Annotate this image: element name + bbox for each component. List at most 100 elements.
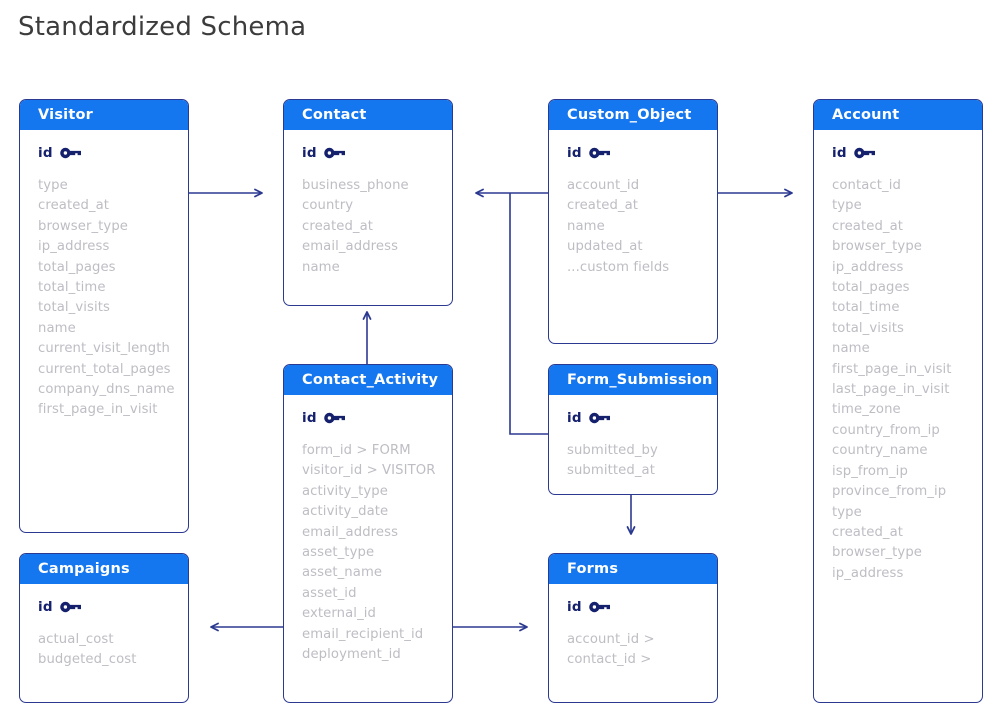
key-icon: [588, 412, 611, 424]
field-row: name: [832, 341, 870, 357]
field-row: email_address: [302, 524, 399, 540]
field-list: submitted_by submitted_at: [567, 441, 717, 482]
field-row: province_from_ip: [832, 484, 947, 500]
field-row: budgeted_cost: [38, 652, 137, 668]
field-row: external_id: [302, 606, 376, 622]
field-row: company_dns_name: [38, 382, 175, 398]
primary-key-row: id: [38, 584, 188, 626]
primary-key-row: id: [567, 584, 717, 626]
field-row: submitted_by: [567, 443, 658, 458]
entity-header-forms: Forms: [549, 554, 717, 584]
field-row: email_recipient_id: [302, 626, 424, 642]
key-icon: [588, 601, 611, 613]
field-row: account_id: [567, 178, 640, 193]
field-row: asset_id: [302, 585, 357, 601]
field-row: type: [832, 198, 862, 214]
field-row: country_from_ip: [832, 422, 940, 438]
field-row: contact_id: [832, 178, 901, 193]
field-row: current_visit_length: [38, 341, 170, 357]
entity-body-form_submission: id submitted_by submitted_at: [549, 395, 717, 482]
field-row: created_at: [832, 218, 904, 234]
field-row: browser_type: [832, 545, 923, 561]
field-row: asset_name: [302, 565, 383, 581]
field-row: email_address: [302, 239, 399, 255]
entity-header-form_submission: Form_Submission: [549, 365, 717, 395]
primary-key-row: id: [302, 130, 452, 172]
connector-custom-object-to-form-submission: [509, 193, 548, 435]
field-row: created_at: [832, 524, 904, 540]
primary-key-row: id: [38, 130, 188, 172]
entity-header-contact: Contact: [284, 100, 452, 130]
field-row: actual_cost: [38, 632, 114, 647]
field-row: isp_from_ip: [832, 463, 908, 479]
page-title: Standardized Schema: [18, 12, 307, 42]
field-row: asset_type: [302, 545, 375, 561]
key-icon: [323, 412, 346, 424]
field-row: total_visits: [38, 300, 110, 316]
entity-header-visitor: Visitor: [20, 100, 188, 130]
field-row: name: [567, 218, 605, 234]
primary-key-row: id: [302, 395, 452, 437]
field-row: total_pages: [38, 259, 116, 275]
field-row: current_total_pages: [38, 361, 171, 377]
field-row: total_time: [38, 280, 106, 296]
primary-key-label: id: [38, 145, 53, 161]
key-icon: [588, 601, 610, 613]
field-row: form_id > FORM: [302, 443, 411, 458]
key-icon: [323, 412, 345, 424]
field-row: submitted_at: [567, 463, 655, 479]
field-row: total_visits: [832, 320, 904, 336]
field-row: browser_type: [38, 218, 129, 234]
key-icon: [588, 412, 610, 424]
field-row: name: [38, 320, 76, 336]
field-row: country: [302, 198, 354, 214]
key-icon: [323, 147, 345, 159]
key-icon: [323, 147, 346, 159]
field-row: first_page_in_visit: [832, 361, 952, 377]
field-row: total_time: [832, 300, 900, 316]
field-row: account_id >: [567, 632, 655, 647]
primary-key-row: id: [567, 395, 717, 437]
key-icon: [853, 147, 876, 159]
field-row: ...custom fields: [567, 259, 670, 275]
field-row: deployment_id: [302, 647, 401, 663]
primary-key-row: id: [567, 130, 717, 172]
field-list: actual_cost budgeted_cost: [38, 630, 188, 671]
entity-header-contact_activity: Contact_Activity: [284, 365, 452, 395]
field-row: ip_address: [832, 259, 904, 275]
entity-header-custom_object: Custom_Object: [549, 100, 717, 130]
primary-key-label: id: [567, 145, 582, 161]
field-row: created_at: [302, 218, 374, 234]
primary-key-label: id: [832, 145, 847, 161]
field-row: total_pages: [832, 280, 910, 296]
field-row: activity_date: [302, 504, 389, 520]
entity-header-account: Account: [814, 100, 982, 130]
field-row: created_at: [38, 198, 110, 214]
field-row: business_phone: [302, 178, 409, 193]
field-list: account_id >contact_id >: [567, 630, 717, 671]
field-row: ip_address: [832, 565, 904, 581]
field-row: country_name: [832, 443, 928, 459]
primary-key-row: id: [832, 130, 982, 172]
entity-body-campaigns: id actual_cost budgeted_cost: [20, 584, 188, 671]
primary-key-label: id: [302, 410, 317, 426]
field-row: type: [38, 178, 68, 193]
